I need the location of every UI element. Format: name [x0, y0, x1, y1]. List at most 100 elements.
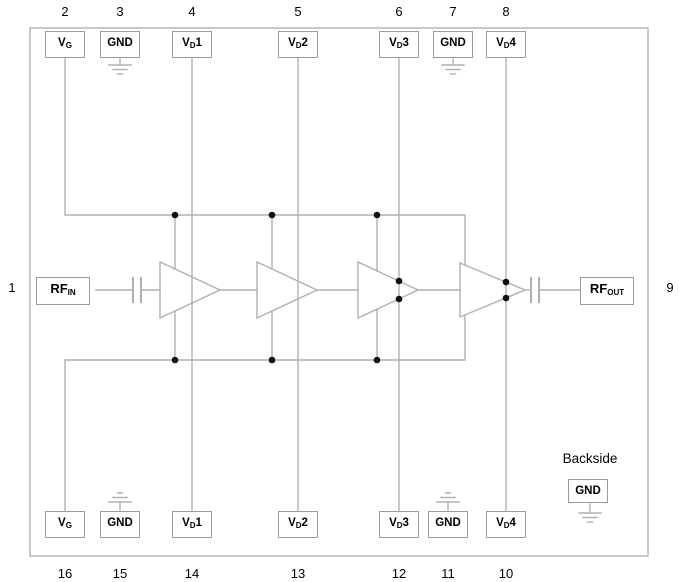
pin-4: 4 VD1 — [172, 4, 212, 58]
junction-dot — [171, 211, 179, 219]
pin-2: 2 VG — [45, 4, 85, 58]
pin-label-suffix: 4 — [509, 517, 516, 529]
pin-box-vg: VG — [45, 511, 85, 538]
pin-label-sub: IN — [67, 288, 76, 297]
pin-label-sub: D — [503, 521, 510, 530]
pin-number: 7 — [449, 4, 457, 19]
pin-box-gnd: GND — [428, 511, 468, 538]
pin-label-sub: D — [295, 41, 302, 50]
pin-number: 13 — [290, 566, 306, 581]
pin-label-sub: OUT — [607, 288, 625, 297]
pin-label-sub: D — [503, 41, 510, 50]
pin-15: GND 15 — [100, 511, 140, 582]
pin-box-gnd: GND — [100, 31, 140, 58]
pin-number: 5 — [294, 4, 302, 19]
pin-label-sub: D — [396, 41, 403, 50]
junction-dot — [268, 356, 276, 364]
pin-label: V — [58, 517, 66, 529]
pin-number: 8 — [502, 4, 510, 19]
junction-dot — [373, 356, 381, 364]
pin-14: VD1 14 — [172, 511, 212, 582]
pin-box-vd4: VD4 — [486, 511, 526, 538]
pin-label: GND — [107, 37, 133, 49]
junction-dot — [268, 211, 276, 219]
pin-box-vd1: VD1 — [172, 511, 212, 538]
pin-number-1: 1 — [8, 280, 16, 295]
pin-3: 3 GND — [100, 4, 140, 58]
pin-label: GND — [435, 517, 461, 529]
rf-out-box: RFOUT — [580, 277, 634, 305]
pin-8: 8 VD4 — [486, 4, 526, 58]
pin-label-sub: D — [295, 521, 302, 530]
pin-label: V — [389, 37, 397, 49]
pin-label-suffix: 4 — [509, 37, 516, 49]
pin-box-vd4: VD4 — [486, 31, 526, 58]
pin-label-sub: D — [396, 521, 403, 530]
pin-label-sub: D — [189, 41, 196, 50]
amplifier-stage-4 — [459, 261, 527, 319]
pin-number: 14 — [184, 566, 200, 581]
junction-dot — [171, 356, 179, 364]
pin-13: VD2 13 — [278, 511, 318, 582]
pin-number: 16 — [57, 566, 73, 581]
pin-label-sub: G — [65, 41, 72, 50]
junction-dot — [502, 294, 510, 302]
ground-symbol-pin7 — [441, 55, 465, 75]
pin-number: 15 — [112, 566, 128, 581]
ground-symbol-pin11 — [436, 492, 460, 512]
pin-number: 12 — [391, 566, 407, 581]
amplifier-stage-1 — [159, 260, 222, 320]
pin-label: V — [288, 517, 296, 529]
pin-box-vd2: VD2 — [278, 31, 318, 58]
pin-10: VD4 10 — [486, 511, 526, 582]
pin-label: V — [182, 517, 190, 529]
junction-dot — [395, 277, 403, 285]
amplifier-stage-3 — [357, 260, 420, 320]
pin-number: 11 — [441, 566, 455, 581]
pin-label: V — [496, 517, 504, 529]
pin-label: V — [496, 37, 504, 49]
pin-box-gnd: GND — [100, 511, 140, 538]
pin-label: V — [182, 37, 190, 49]
pin-label: RF — [50, 281, 68, 296]
pin-label: V — [58, 37, 66, 49]
pin-number: 6 — [395, 4, 403, 19]
ground-symbol-pin15 — [108, 492, 132, 512]
backside-gnd-box: GND — [568, 479, 608, 503]
amplifier-stage-2 — [256, 260, 319, 320]
pin-12: VD3 12 — [379, 511, 419, 582]
pin-11: GND 11 — [428, 511, 468, 582]
pin-number: 2 — [61, 4, 69, 19]
pin-label: GND — [107, 517, 133, 529]
pin-label-suffix: 2 — [301, 37, 308, 49]
pin-label-suffix: 3 — [402, 517, 409, 529]
pin-number: 10 — [498, 566, 514, 581]
pin-box-vd3: VD3 — [379, 31, 419, 58]
rf-in-box: RFIN — [36, 277, 90, 305]
pin-label-suffix: 1 — [195, 517, 202, 529]
pin-label-suffix: 1 — [195, 37, 202, 49]
pin-label: V — [288, 37, 296, 49]
pin-6: 6 VD3 — [379, 4, 419, 58]
pin-7: 7 GND — [433, 4, 473, 58]
pin-label: RF — [589, 281, 608, 296]
pin-number-9: 9 — [666, 280, 674, 295]
junction-dot — [502, 278, 510, 286]
pin-box-vd2: VD2 — [278, 511, 318, 538]
gate-bias-bottom-bus — [64, 314, 466, 512]
pin-label-sub: G — [65, 521, 72, 530]
pin-label-suffix: 3 — [402, 37, 409, 49]
pin-box-vd3: VD3 — [379, 511, 419, 538]
ground-symbol-pin3 — [108, 55, 132, 75]
pin-number: 4 — [188, 4, 196, 19]
pin-box-vg: VG — [45, 31, 85, 58]
pin-5: 5 VD2 — [278, 4, 318, 58]
pin-16: VG 16 — [45, 511, 85, 582]
pin-label: GND — [575, 485, 601, 497]
backside-label: Backside — [562, 451, 618, 466]
pin-box-gnd: GND — [433, 31, 473, 58]
pin-box-vd1: VD1 — [172, 31, 212, 58]
junction-dot — [395, 295, 403, 303]
